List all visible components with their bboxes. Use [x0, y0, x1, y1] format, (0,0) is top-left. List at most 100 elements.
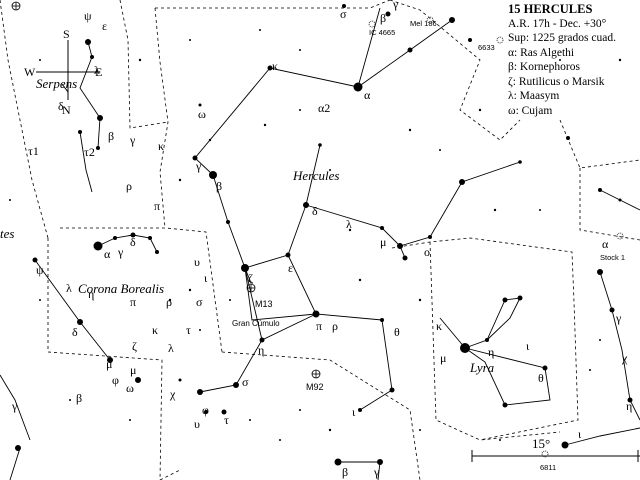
tau2-label: τ2 — [84, 145, 95, 159]
iota-crb-label: ι — [204, 271, 208, 285]
lambda-crb-label: λ — [66, 281, 72, 295]
stock1-label: Stock 1 — [600, 253, 625, 262]
pi-crb-label: π — [130, 295, 136, 309]
alpha-her-label: α — [364, 88, 371, 102]
beta-oph-label: β — [380, 11, 386, 25]
info-star-omega: ω: Cujam — [508, 104, 638, 119]
tau-her-label: τ — [224, 413, 229, 427]
mu-label2: μ — [130, 363, 136, 377]
scale-bar — [471, 450, 640, 462]
mel186-label: Mel 186 — [410, 19, 437, 28]
eta-lyr-label: η — [488, 345, 494, 359]
constellation-lines — [0, 7, 640, 480]
sigma-oph-label: σ — [340, 7, 347, 21]
gamma-lyr-label: γ — [373, 465, 380, 479]
chi-her-label: χ — [169, 387, 176, 401]
compass-rose — [36, 40, 100, 100]
lambda-ser-label: λ — [94, 63, 100, 77]
kappa-her-label: κ — [158, 139, 164, 153]
iota-her-label: ι — [352, 405, 356, 419]
mu-her-label: μ — [380, 235, 386, 249]
omicron-her-label: ο — [424, 245, 430, 259]
compass-e: E — [95, 65, 102, 79]
zeta-her-label: ζ — [248, 271, 253, 285]
m13-label: M13 — [255, 299, 273, 309]
delta-ser2-label: δ — [58, 99, 64, 113]
gamma-her-label: γ — [195, 159, 202, 173]
phi-her-label: φ — [202, 403, 209, 417]
phi-label: φ — [112, 373, 119, 387]
ic4665-label: IC 4665 — [369, 28, 395, 37]
epsilon-her-label: ε — [288, 261, 293, 275]
scale-label: 15° — [532, 436, 550, 451]
tau-crb-label: τ — [186, 323, 191, 337]
gamma-ser-label2: γ — [129, 133, 136, 147]
lyra-label: Lyra — [469, 360, 495, 375]
alpha-crb-label: α — [104, 247, 111, 261]
info-star-sym: λ: — [508, 90, 517, 102]
omega-her-label: ω — [198, 107, 206, 121]
eta-cyg-label: η — [626, 399, 632, 413]
epsilon-ser-label: ε — [102, 19, 107, 33]
beta-her-label: β — [216, 179, 222, 193]
kappa-crb-label: κ — [152, 323, 158, 337]
corona-borealis-label: Corona Borealis — [78, 281, 164, 296]
m92-label: M92 — [306, 382, 324, 392]
info-star-zeta: ζ: Rutilicus o Marsik — [508, 75, 638, 90]
info-star-name: Maasym — [519, 90, 560, 102]
gamma-ser-label: γ — [11, 399, 18, 413]
iota-cyg-label: ι — [578, 427, 582, 441]
lambda-her-label: λ — [346, 217, 352, 231]
sigma-her-label: σ — [242, 375, 249, 389]
rho-ser-label: ρ — [126, 179, 132, 193]
zeta-crb-label: ζ — [132, 339, 137, 353]
mu-ser-label: μ — [106, 357, 112, 371]
serpens-label: Serpens — [36, 76, 77, 91]
delta-ser-label: δ — [72, 325, 78, 339]
gamma-crb-label: γ — [117, 245, 124, 259]
psi-ser-label: ψ — [84, 9, 92, 23]
ngc6811-label: 6811 — [540, 463, 556, 472]
omega-label: ω — [126, 381, 134, 395]
eta-her-label: η — [258, 343, 264, 357]
info-star-name: Rutilicus o Marsik — [518, 75, 605, 88]
upsilon-her-label: υ — [194, 417, 200, 431]
info-title: 15 HERCULES — [508, 2, 593, 16]
info-star-beta: β: Kornephoros — [508, 60, 638, 75]
info-star-name: Cujam — [521, 104, 553, 117]
info-star-name: Kornephoros — [519, 61, 580, 73]
compass-n: N — [62, 103, 71, 117]
info-star-alpha: α: Ras Algethi — [508, 46, 638, 61]
iota-lyr-label: ι — [526, 339, 530, 353]
deep-sky-objects — [11, 1, 624, 458]
delta-her-label: δ — [312, 204, 318, 218]
mu-lyr-label: μ — [440, 351, 446, 365]
kappa-lyr-label: κ — [436, 319, 442, 333]
pi-her-label: π — [316, 319, 322, 333]
sigma-crb-label: σ — [196, 295, 203, 309]
psi-label: ψ — [36, 263, 44, 277]
compass-s: S — [63, 27, 70, 41]
info-coords: A.R. 17h - Dec. +30° — [508, 17, 607, 30]
kappa-ser-label: κ — [272, 59, 278, 73]
info-star-sym: α: — [508, 46, 518, 59]
rho-her-label: ρ — [332, 319, 338, 333]
info-star-lambda: λ: Maasym — [508, 89, 638, 104]
info-panel: 15 HERCULES A.R. 17h - Dec. +30° Sup: 12… — [508, 2, 638, 118]
theta-her-label: θ — [394, 325, 400, 339]
beta-ser-label2: β — [108, 129, 114, 143]
beta-ser-label: β — [76, 391, 82, 405]
alpha2-label: α2 — [318, 101, 330, 115]
info-star-sym: ζ: — [508, 75, 516, 88]
beta-lyr-label: β — [342, 465, 348, 479]
m13-desc-label: Gran Cúmulo — [232, 319, 280, 328]
field-stars — [9, 4, 633, 466]
alpha-vul-label: α — [602, 237, 609, 251]
gamma-cyg-label: γ — [615, 311, 622, 325]
gamma-oph-label: γ — [392, 0, 399, 11]
info-area: Sup: 1225 grados cuad. — [508, 32, 616, 44]
tau1-label: τ1 — [28, 144, 39, 158]
lambda-crb2-label: λ — [168, 341, 174, 355]
